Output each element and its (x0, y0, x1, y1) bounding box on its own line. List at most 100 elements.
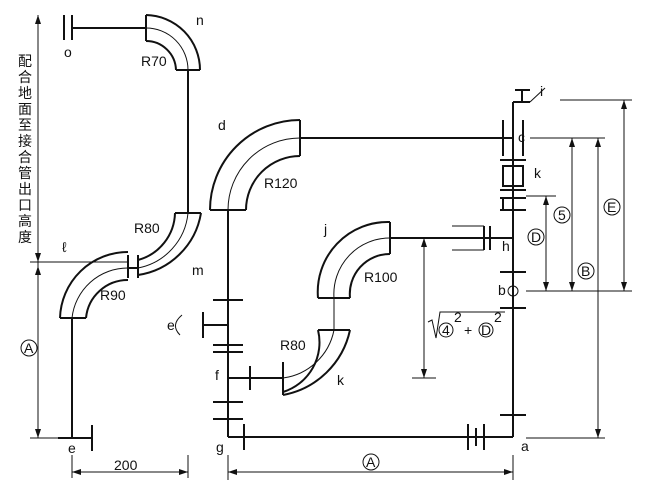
arrow-elow-bot (595, 429, 601, 438)
left-main-fittings (175, 299, 283, 420)
bend-r80-upper-center (137, 212, 189, 269)
arrow-sqrt-top (421, 238, 427, 247)
bend-r100-outer (316, 220, 391, 299)
bend-r90-inner (85, 278, 129, 319)
arrow-note-bot (35, 253, 41, 262)
main-loop (227, 87, 546, 438)
point-label-j: j (323, 221, 327, 237)
bend-r90-outer (59, 251, 129, 319)
bend-r120-inner (245, 155, 301, 211)
right-fittings (390, 120, 526, 416)
arrow-e-bot (621, 282, 627, 291)
arrow-a-r (504, 469, 513, 475)
point-label-k-right: k (534, 165, 542, 181)
bend-r70-outer (145, 14, 201, 71)
tap-pointer (529, 87, 546, 103)
dimensions (30, 15, 632, 480)
vertical-note: 配 合 地 面 至 接 合 管 出 口 高 度 (18, 54, 32, 246)
note-char: 接 (18, 133, 32, 150)
coupling-k (502, 165, 524, 187)
note-char: 出 (18, 182, 32, 198)
arrow-b-bot (569, 282, 575, 291)
note-char: 合 (18, 150, 32, 166)
sqrt-plus: + (464, 322, 472, 338)
point-label-m: m (192, 262, 204, 278)
note-char: 至 (18, 118, 32, 134)
bend-r80-lower-outer2 (282, 329, 351, 396)
bend-r90-center (71, 267, 129, 319)
arrow-a-left-bot (35, 429, 41, 438)
arrow-e-top (621, 100, 627, 109)
note-char: 配 (18, 54, 32, 70)
arrow-a-l (228, 469, 237, 475)
bend-label-r120: R120 (264, 175, 298, 191)
arrow-200-r (179, 469, 188, 475)
sqrt-term2: D (481, 322, 491, 338)
bend-label-r80-lower: R80 (280, 337, 306, 353)
bend-r120-outer (209, 119, 301, 211)
point-label-k-low: k (337, 372, 345, 388)
arrow-5-top (543, 196, 549, 205)
arrow-note-top (35, 15, 41, 24)
dim-label-d: D (531, 229, 541, 245)
arrow-sqrt-bot (421, 369, 427, 378)
bend-r100 (316, 220, 391, 299)
bend-label-r100: R100 (364, 269, 398, 285)
note-char: 管 (18, 166, 32, 182)
note-char: 高 (18, 213, 32, 230)
point-label-e-top: e (167, 317, 175, 333)
point-label-f: f (215, 367, 219, 383)
bend-r80-upper-outer2 (137, 212, 202, 276)
bend-r80-upper-outer (137, 212, 176, 261)
point-label-d: d (218, 117, 226, 133)
arrow-b-top (569, 138, 575, 147)
arrow-elow-top (595, 138, 601, 147)
dimension-badges (20, 198, 621, 471)
sqrt-exp1: 2 (454, 309, 462, 325)
dim-label-200: 200 (114, 457, 138, 473)
note-char: 合 (18, 70, 32, 86)
point-label-n: n (196, 12, 204, 28)
bend-r80-lower-outer (282, 329, 321, 393)
labels: o n R70 d R120 R80 ℓ m R90 j R100 R80 k … (18, 12, 616, 473)
point-label-o: o (64, 44, 72, 60)
badge-5 (553, 206, 571, 224)
note-char: 口 (18, 198, 32, 214)
note-char: 度 (18, 230, 32, 246)
badge-sqrt-d (478, 322, 494, 338)
badge-d (527, 228, 545, 246)
point-label-b: b (498, 282, 506, 298)
arrow-5-bot (543, 282, 549, 291)
point-label-h: h (502, 238, 510, 254)
bend-r70-center (145, 27, 189, 71)
arrow-a-left-top (35, 266, 41, 275)
e-hook (175, 314, 183, 336)
dim-label-5: 5 (558, 207, 566, 223)
badge-a-left (20, 339, 38, 357)
point-label-c: c (518, 129, 525, 145)
badge-a-bottom (362, 453, 380, 471)
badge-sqrt-4 (438, 322, 454, 338)
bend-r100-inner (348, 252, 391, 299)
note-char: 面 (18, 102, 32, 118)
sqrt-exp2: 2 (494, 309, 502, 325)
dim-label-a-left: A (24, 340, 34, 356)
bend-r80-lower-center (282, 329, 335, 379)
bend-label-r70: R70 (141, 53, 167, 69)
bend-label-r80-upper: R80 (134, 220, 160, 236)
badge-b (577, 262, 595, 280)
dim-label-b: B (581, 263, 590, 279)
bend-r120-center (227, 137, 301, 211)
bend-r80-lower (282, 298, 351, 396)
arrow-200-l (72, 469, 81, 475)
bend-r70-inner (145, 40, 177, 71)
point-label-a: a (521, 438, 529, 454)
dim-label-e: E (607, 199, 616, 215)
point-label-i: i (540, 83, 543, 99)
bend-r120 (209, 119, 301, 211)
note-char: 地 (18, 86, 32, 102)
bend-label-r90: R90 (100, 287, 126, 303)
dim-label-a-bottom: A (366, 454, 376, 470)
